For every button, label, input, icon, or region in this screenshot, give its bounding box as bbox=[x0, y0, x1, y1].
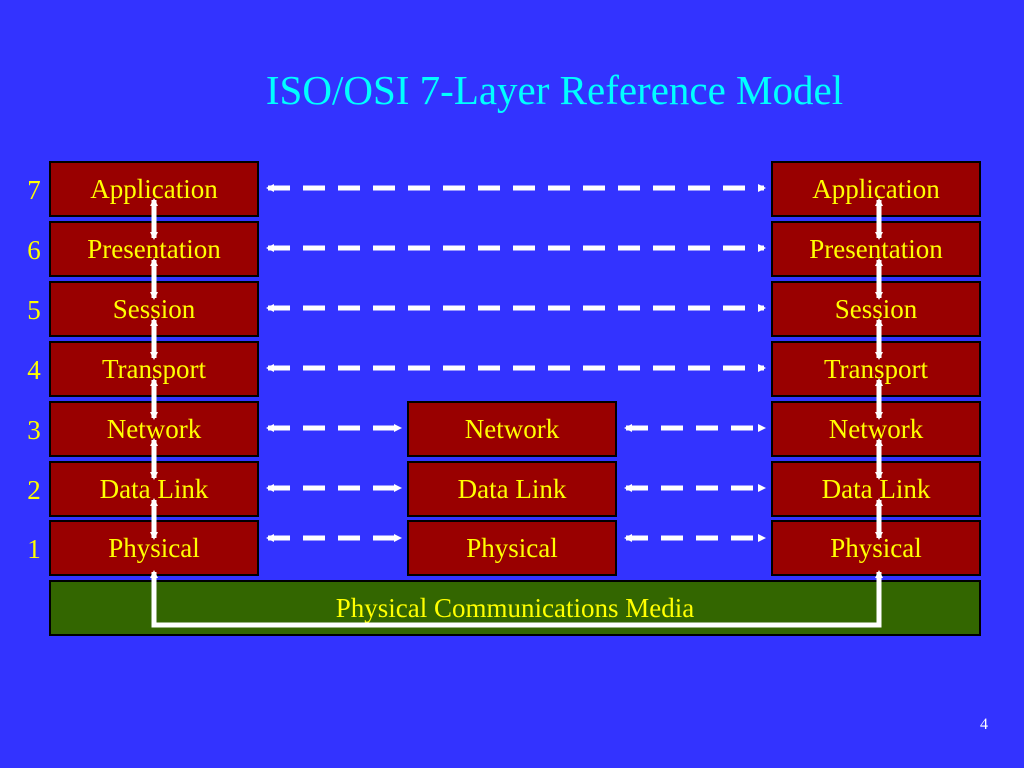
page-number: 4 bbox=[980, 716, 988, 733]
layer-number-4: 4 bbox=[27, 355, 41, 385]
layer-number-2: 2 bbox=[27, 475, 41, 505]
middle-layer-physical: Physical bbox=[407, 520, 617, 576]
middle-layer-network: Network bbox=[407, 401, 617, 457]
layer-number-7: 7 bbox=[27, 175, 41, 205]
layer-number-1: 1 bbox=[27, 534, 41, 564]
layer-number-3: 3 bbox=[27, 415, 41, 445]
middle-layer-data-link: Data Link bbox=[407, 461, 617, 517]
layer-number-6: 6 bbox=[27, 235, 41, 265]
media-connection-path bbox=[150, 570, 883, 628]
layer-number-5: 5 bbox=[27, 295, 41, 325]
slide-title: ISO/OSI 7-Layer Reference Model bbox=[265, 67, 844, 113]
